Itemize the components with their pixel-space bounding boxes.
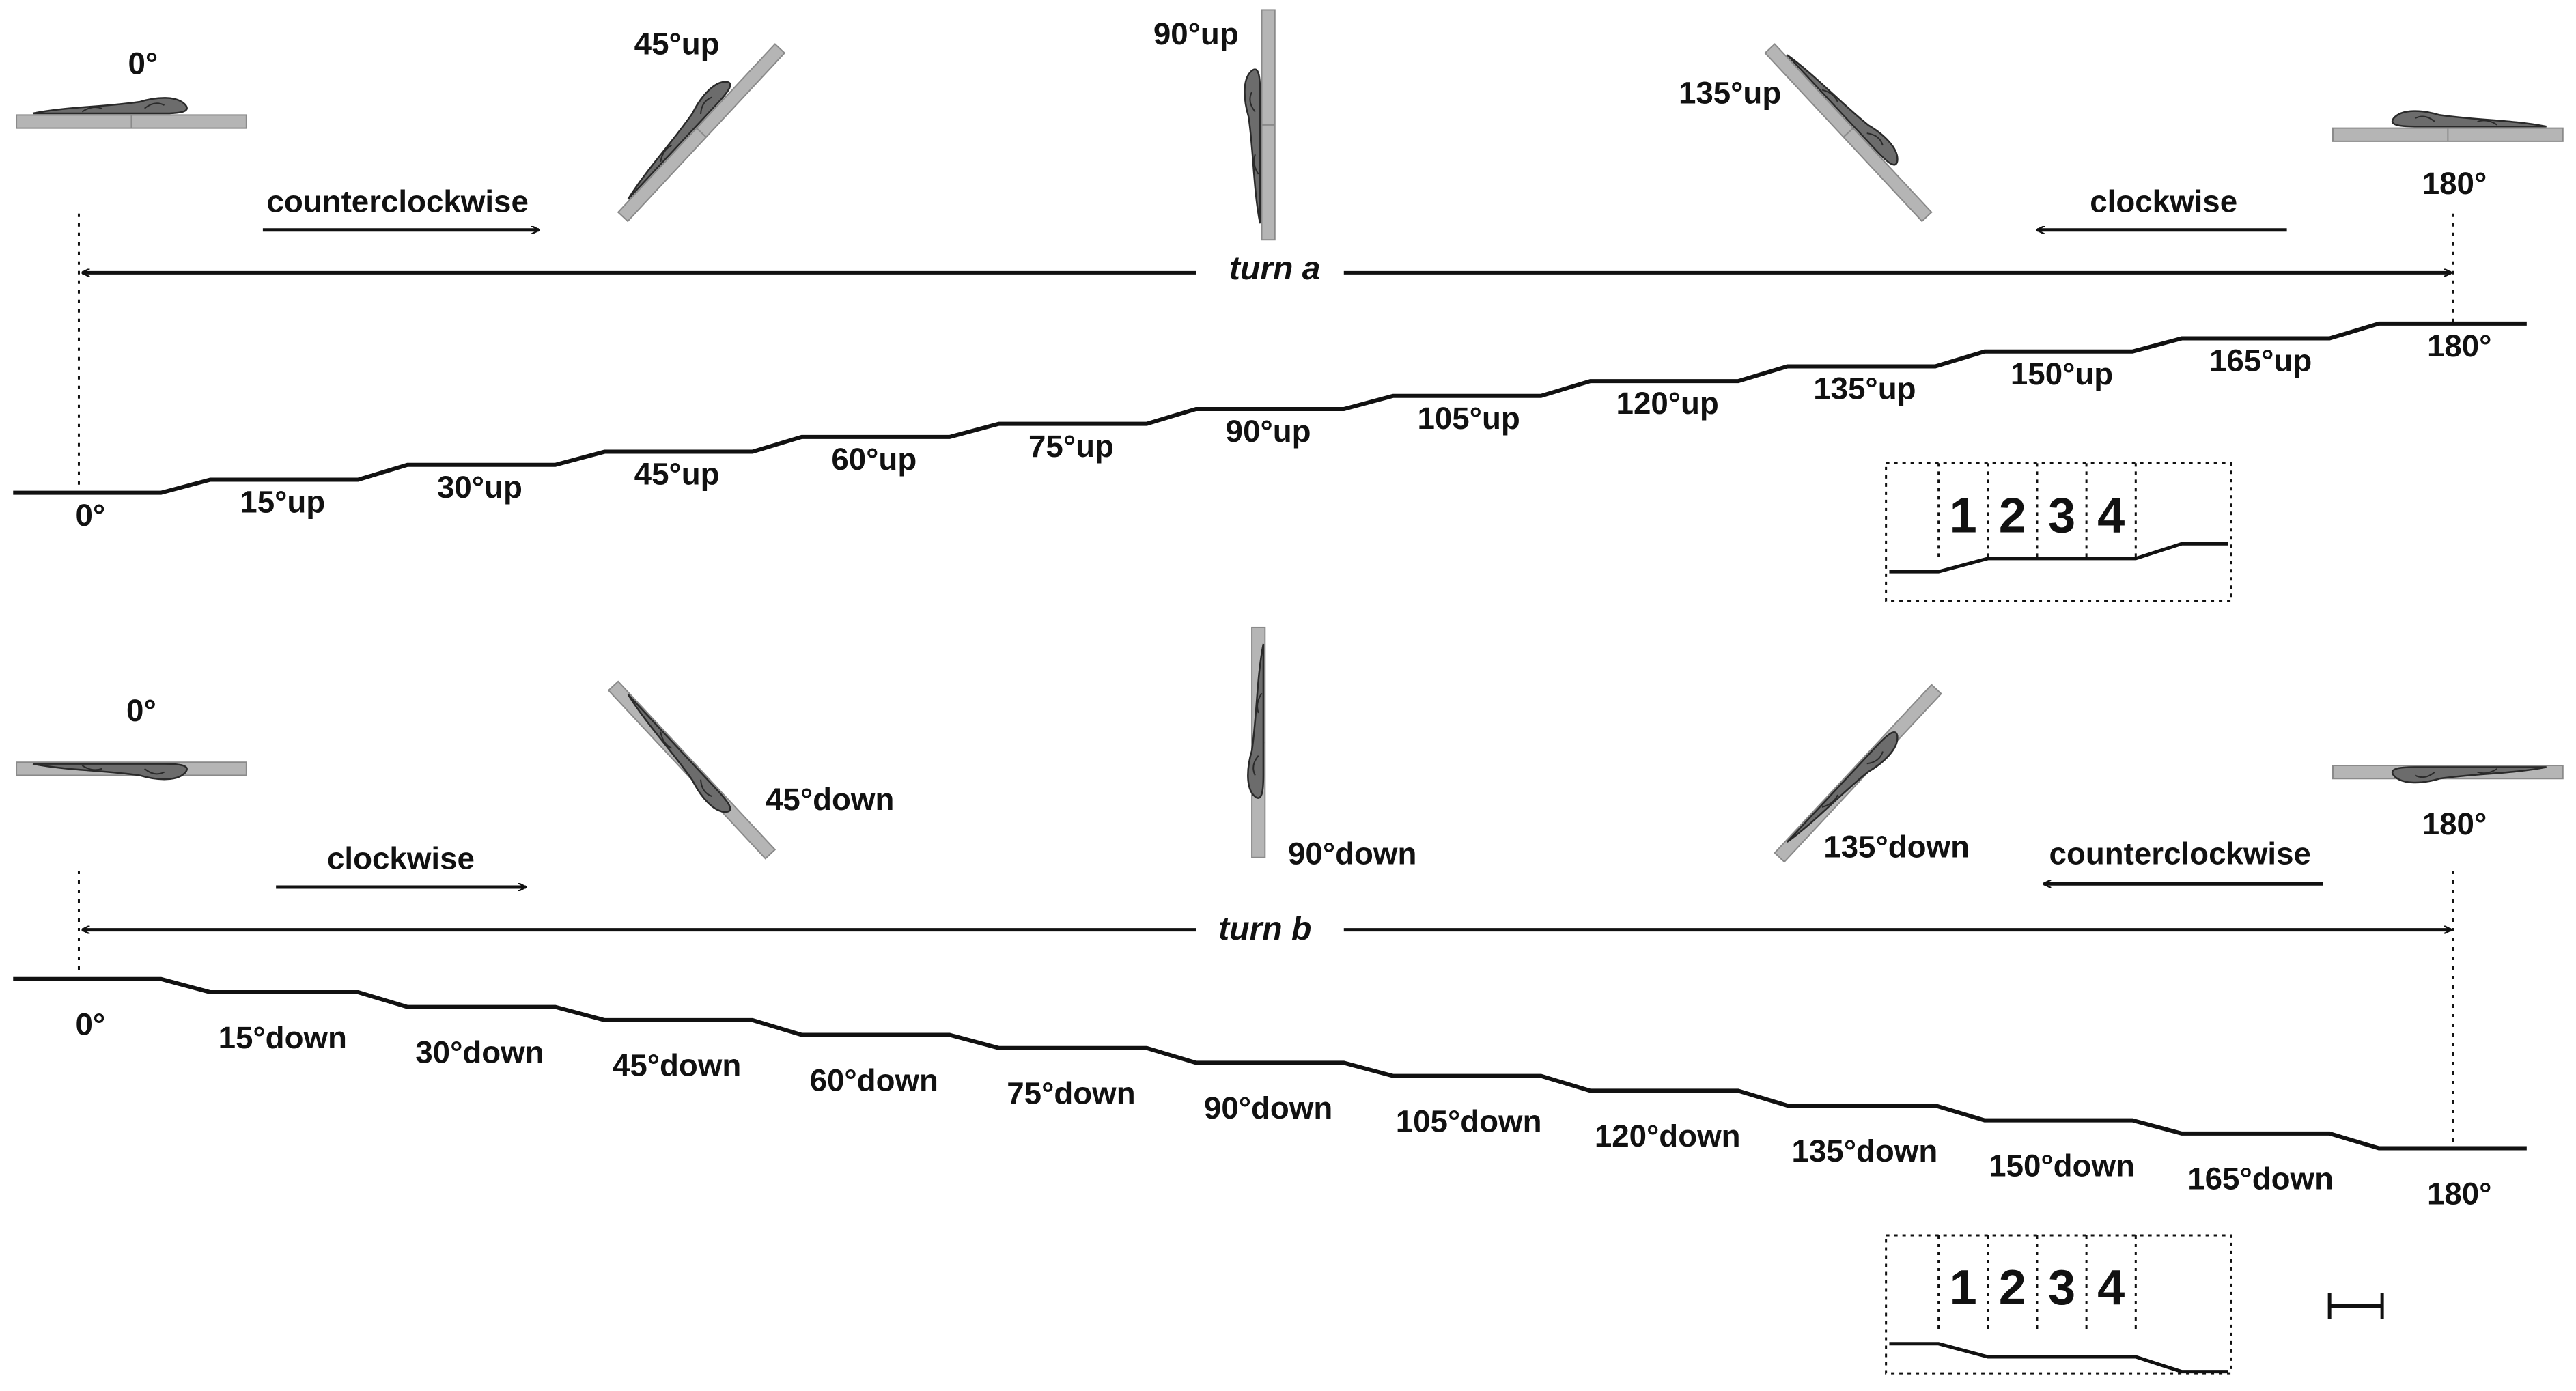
step-label: 105°up (1417, 401, 1520, 436)
gecko-body (1786, 54, 1899, 166)
direction-label-right: clockwise (2090, 184, 2237, 219)
direction-label-left: clockwise (327, 841, 475, 876)
inset-step-number: 4 (2097, 488, 2125, 543)
inset-step-trace (1889, 542, 2228, 574)
gecko-pose-0-a (16, 97, 247, 129)
step-label: 0° (75, 498, 105, 533)
inset-step-number: 3 (2048, 488, 2075, 543)
inset-frame (1885, 462, 2232, 602)
step-label: 165°down (2187, 1162, 2334, 1196)
gecko-body (627, 81, 731, 200)
gecko-pose-45-b (607, 680, 776, 860)
panel-turn-a: 0° 45°up 90°up 135°up 180° counterclockwise cl… (13, 9, 2564, 602)
step-label: 180° (2427, 328, 2492, 363)
gecko-legs (1821, 89, 1884, 146)
gecko-pose-45-a (617, 43, 786, 223)
gecko-legs (660, 731, 712, 797)
step-label: 135°up (1813, 371, 1916, 406)
gecko-pose-180-a (2332, 110, 2564, 142)
inset-step-number: 1 (1950, 488, 1977, 543)
gecko-legs (81, 102, 165, 113)
turn-label: turn b (1218, 910, 1311, 947)
gecko-pose-90-b (1247, 626, 1266, 858)
inset-step-trace (1889, 1342, 2228, 1374)
step-label: 60°down (810, 1063, 938, 1097)
pose-label-90: 90°down (1288, 836, 1416, 871)
gecko-body (32, 763, 188, 781)
gecko-legs (1821, 751, 1884, 808)
step-label: 135°down (1791, 1134, 1937, 1168)
scale-bar (2327, 1293, 2384, 1319)
step-label: 90°up (1226, 414, 1311, 449)
inset-step-number: 3 (2048, 1261, 2075, 1315)
step-label: 120°up (1616, 386, 1719, 421)
gecko-legs (2414, 768, 2498, 778)
step-label: 150°down (1989, 1148, 2135, 1183)
gecko-pose-135-a (1764, 43, 1933, 223)
pose-label-0: 0° (128, 46, 158, 81)
step-label: 30°down (415, 1035, 544, 1069)
gecko-pose-90-a (1244, 9, 1276, 241)
pose-label-45: 45°up (634, 26, 720, 61)
step-label: 90°down (1204, 1091, 1332, 1125)
inset-step-number: 1 (1950, 1261, 1977, 1315)
inset-frame (1885, 1234, 2232, 1375)
step-label: 45°down (613, 1048, 741, 1083)
step-label: 30°up (437, 470, 522, 505)
gecko-pose-180-b (2332, 765, 2564, 784)
gecko-legs (81, 765, 165, 775)
inset-step-number: 4 (2097, 1261, 2125, 1315)
gecko-body (1247, 643, 1265, 799)
gecko-legs (2414, 115, 2498, 126)
pose-label-180: 180° (2422, 806, 2487, 841)
angle-step-trace (13, 976, 2527, 1151)
inset-step-number: 2 (1999, 488, 2026, 543)
gecko-body (627, 694, 731, 813)
gecko-legs (1252, 692, 1263, 776)
pose-label-45: 45°down (766, 782, 894, 817)
step-label: 0° (75, 1007, 105, 1042)
direction-label-left: counterclockwise (266, 184, 528, 219)
panel-turn-b: 0° 45°down 90°down 135°down 180° clockwise cou… (13, 626, 2564, 1375)
step-label: 45°up (634, 457, 720, 492)
pose-label-135: 135°up (1679, 76, 1781, 111)
gecko-body (2392, 766, 2547, 784)
gecko-body (2392, 110, 2547, 128)
gecko-pose-0-b (16, 761, 247, 781)
step-label: 105°down (1396, 1104, 1542, 1138)
step-label: 150°up (2011, 356, 2113, 391)
step-label: 15°down (219, 1020, 347, 1055)
platform-joint (696, 127, 707, 138)
step-label: 60°up (831, 442, 916, 477)
pose-label-135: 135°down (1823, 830, 1970, 865)
gecko-body (32, 97, 188, 115)
step-label: 120°down (1595, 1119, 1741, 1153)
platform-joint (1843, 127, 1854, 138)
pose-label-0: 0° (126, 693, 156, 728)
step-label: 75°down (1007, 1076, 1135, 1111)
gecko-pose-135-b (1774, 684, 1942, 863)
step-label: 165°up (2209, 343, 2312, 378)
direction-label-right: counterclockwise (2049, 836, 2311, 871)
step-label: 75°up (1028, 429, 1114, 464)
pose-label-90: 90°up (1153, 16, 1239, 51)
gecko-body (1244, 68, 1261, 224)
gecko-body (1786, 731, 1899, 843)
gecko-legs (660, 96, 712, 163)
pose-label-180: 180° (2422, 166, 2487, 201)
angle-step-trace (13, 321, 2527, 495)
step-label: 15°up (240, 485, 325, 520)
gecko-legs (1249, 92, 1259, 175)
turn-label: turn a (1229, 250, 1321, 287)
inset-step-number: 2 (1999, 1261, 2026, 1315)
step-label: 180° (2427, 1176, 2492, 1211)
